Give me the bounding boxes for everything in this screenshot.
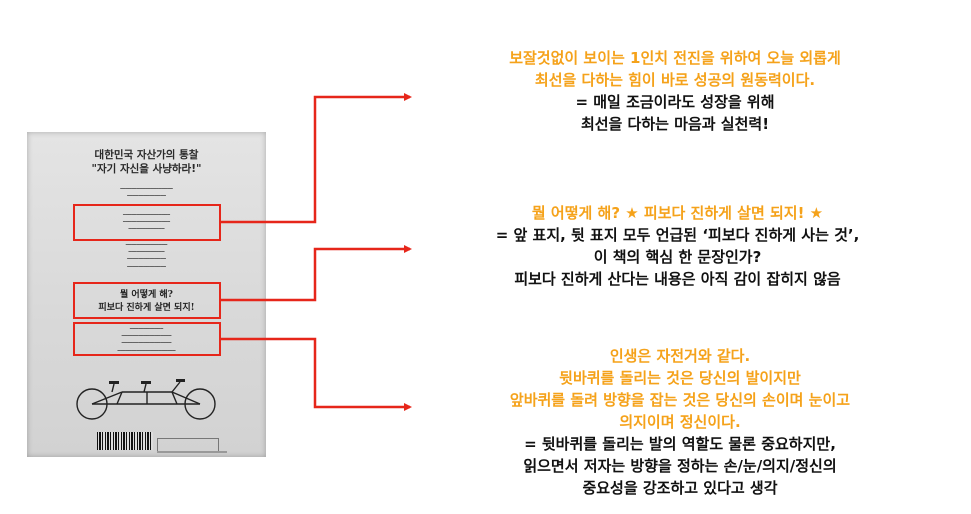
book-paragraph-2: ━━━━━━━━━━━━━━━━━━━━━━━━━━━━━━━━━━━━━━━━… (122, 213, 171, 233)
book-highlight-line2: 피보다 진하게 살면 되지! (98, 303, 195, 313)
book-highlight-line1: 뭘 어떻게 해? (120, 290, 173, 300)
book-title-line2: "자기 자신을 사냥하라!" (91, 163, 202, 175)
annotation-2-note-line2: 이 책의 핵심 한 문장인가? (593, 248, 762, 266)
annotation-3-quote-line4: 의지이며 정신이다. (619, 413, 741, 431)
book-paragraph-3: ━━━━━━━━━━━━━━━━━━━━━━━━━━━━━━━━━━━━━━━━… (125, 243, 168, 270)
annotation-3-quote-line1: 인생은 자전거와 같다. (609, 347, 751, 365)
highlight-box-3 (73, 322, 221, 356)
annotation-2: 뭘 어떻게 해? ★ 피보다 진하게 살면 되지! ★ = 앞 표지, 뒷 표지… (410, 202, 945, 290)
annotation-3-quote-line2: 뒷바퀴를 돌리는 것은 당신의 발이지만 (559, 369, 801, 387)
annotation-1: 보잘것없이 보이는 1인치 전진을 위하여 오늘 외롭게 최선을 다하는 힘이 … (415, 47, 935, 135)
annotation-3-note-line1: = 뒷바퀴를 돌리는 발의 역할도 물론 중요하지만, (524, 435, 836, 453)
annotation-3-note-line2: 읽으면서 저자는 방향을 정하는 손/눈/의지/정신의 (523, 457, 837, 475)
annotation-1-note-line2: 최선을 다하는 마음과 실천력! (580, 115, 770, 133)
book-title-line1: 대한민국 자산가의 통찰 (94, 149, 199, 161)
highlight-box-2 (73, 282, 221, 319)
bicycle-icon (76, 379, 216, 420)
annotation-1-quote-line2: 최선을 다하는 힘이 바로 성공의 원동력이다. (534, 71, 816, 89)
barcode-icon (97, 432, 153, 450)
annotation-3-note-line3: 중요성을 강조하고 있다고 생각 (582, 479, 778, 497)
annotation-1-note-line1: = 매일 조금이라도 성장을 위해 (575, 93, 775, 111)
annotation-2-quote-line1: 뭘 어떻게 해? ★ 피보다 진하게 살면 되지! ★ (531, 204, 824, 222)
annotation-2-note-line1: = 앞 표지, 뒷 표지 모두 언급된 ‘피보다 진하게 사는 것’, (495, 226, 860, 244)
annotation-3: 인생은 자전거와 같다. 뒷바퀴를 돌리는 것은 당신의 발이지만 앞바퀴를 돌… (420, 345, 940, 499)
book-paragraph-1: ━━━━━━━━━━━━━━━━━━━━━━━━━━━━━━━━━ (120, 187, 173, 200)
highlight-box-1 (73, 204, 221, 241)
annotation-3-quote-line3: 앞바퀴를 돌려 방향을 잡는 것은 당신의 손이며 눈이고 (509, 391, 851, 409)
price-tag (157, 438, 219, 452)
book-paragraph-4: ━━━━━━━━━━━━━━━━━━━━━━━━━━━━━━━━━━━━━━━━… (117, 327, 176, 354)
annotation-1-quote-line1: 보잘것없이 보이는 1인치 전진을 위하여 오늘 외롭게 (509, 49, 841, 67)
isbn-line (157, 451, 227, 453)
annotation-2-note-line3: 피보다 진하게 산다는 내용은 아직 감이 잡히지 않음 (514, 270, 841, 288)
